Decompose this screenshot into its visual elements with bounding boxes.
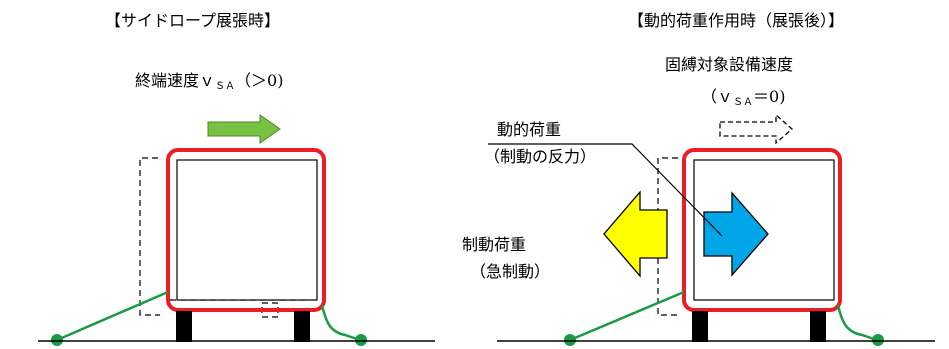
braking-load-label: 制動荷重 (462, 235, 526, 254)
fixing-frame (166, 148, 326, 312)
equipment-speed-subscript: ＳＡ (733, 97, 753, 108)
fixing-frame-right (682, 148, 842, 312)
right-leg (294, 311, 310, 342)
right-anchor-point (355, 334, 367, 346)
side-rope-right (569, 290, 878, 342)
right-panel-title: 【動的荷重作用時（展張後）】 (628, 11, 844, 30)
equipment-speed-value: （ｖＳＡ＝0) (701, 87, 785, 108)
equipment-speed-open: （ｖ (701, 87, 733, 106)
left-leg-right (692, 311, 708, 342)
terminal-speed-subscript: ＳＡ (215, 81, 235, 92)
right-leg-right (810, 311, 826, 342)
dynamic-load-arrow-icon (703, 191, 769, 277)
right-anchor-point-right (872, 334, 884, 346)
equipment-body (176, 159, 318, 301)
dynamic-load-leader-line (488, 143, 723, 237)
side-rope (56, 290, 361, 342)
left-anchor-point (51, 334, 63, 346)
equipment-speed-zero: ＝0) (753, 87, 785, 106)
terminal-speed-condition: （＞0) (235, 71, 283, 90)
dynamic-load-label: 動的荷重 (497, 120, 561, 139)
left-panel-title: 【サイドロープ展張時】 (105, 11, 280, 30)
left-panel: 【サイドロープ展張時】 終端速度ｖＳＡ（＞0) (38, 11, 435, 346)
braking-load-arrow-icon (603, 190, 668, 278)
right-panel: 【動的荷重作用時（展張後）】 固縛対象設備速度 （ｖＳＡ＝0) 動的荷重 （制動… (462, 11, 935, 346)
left-anchor-point-right (564, 334, 576, 346)
previous-position-ghost-right (657, 157, 678, 316)
equipment-speed-title: 固縛対象設備速度 (665, 55, 793, 74)
braking-load-note: （急制動） (470, 262, 550, 281)
dynamic-load-note: （制動の反力） (484, 147, 596, 166)
motion-arrow-icon (207, 114, 281, 144)
zero-motion-arrow-icon (719, 113, 793, 145)
terminal-speed-label: 終端速度ｖＳＡ（＞0) (135, 71, 283, 92)
left-leg (176, 311, 192, 342)
terminal-speed-text: 終端速度ｖ (135, 71, 215, 90)
